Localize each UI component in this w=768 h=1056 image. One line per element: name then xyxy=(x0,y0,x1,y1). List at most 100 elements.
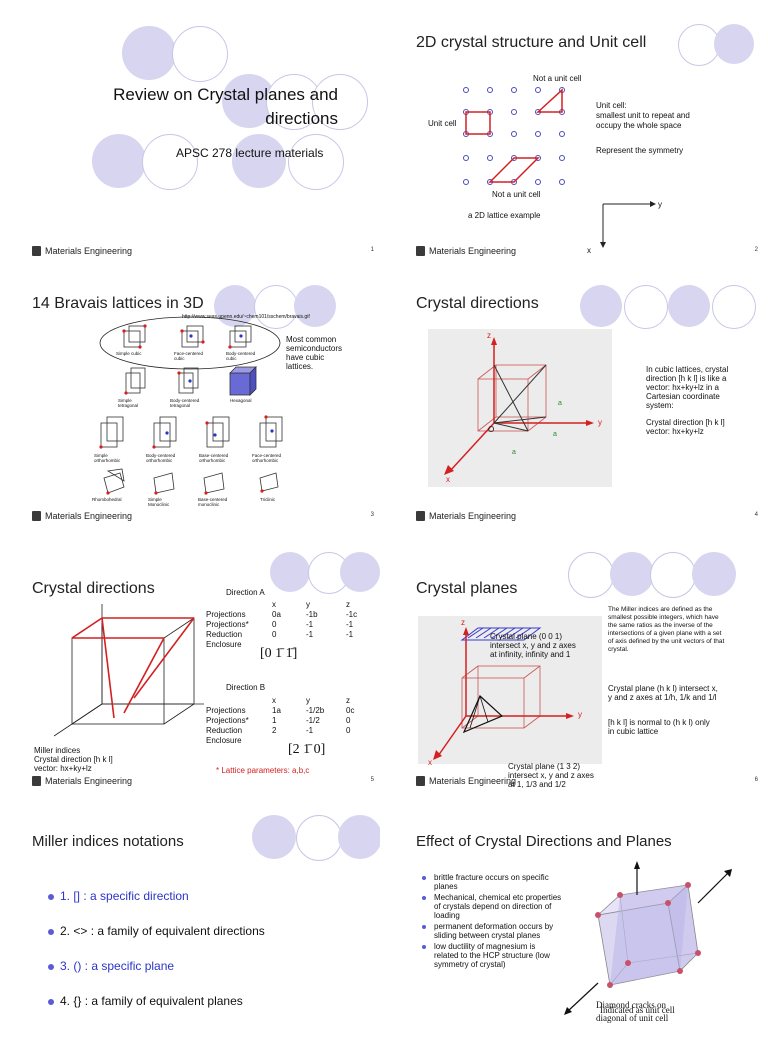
lattice-label: Rhombohedral xyxy=(92,497,122,502)
plane-hkl-note: Crystal plane (h k l) intersect x, y and… xyxy=(608,684,718,702)
lattice-label: Body-centered orthorhombic xyxy=(146,453,176,463)
deco-circle xyxy=(296,815,342,861)
lattice-a-label: a xyxy=(512,449,516,456)
table-cell: -1c xyxy=(346,610,358,619)
table-cell: -1/2 xyxy=(306,716,320,725)
deco-circle xyxy=(252,815,296,859)
table-header: z xyxy=(346,696,350,705)
non-unit-parallelogram xyxy=(488,157,540,183)
deco-circle xyxy=(340,552,380,592)
table-cell: Reduction xyxy=(206,726,243,735)
slide-subtitle: APSC 278 lecture materials xyxy=(176,146,324,160)
deco-circle xyxy=(712,285,756,329)
footer: Materials Engineering xyxy=(416,511,516,521)
table-cell: 0a xyxy=(272,610,281,619)
list-item-text: low ductility of magnesium is related to… xyxy=(434,942,550,969)
deco-circle xyxy=(568,552,614,598)
notation-list: 1. [] : a specific direction 2. <> : a f… xyxy=(48,889,265,1029)
table-cell: -1/2b xyxy=(306,706,325,715)
plane-diagram xyxy=(433,627,574,760)
lattice-label: Body-centered cubic xyxy=(226,351,256,361)
normal-note: [h k l] is normal to (h k l) only in cub… xyxy=(608,718,710,736)
label-not-unit-bottom: Not a unit cell xyxy=(492,190,541,199)
deco-circle xyxy=(338,815,380,859)
table-header: y xyxy=(306,600,310,609)
lattice-caption: a 2D lattice example xyxy=(468,211,541,220)
list-item-text: 2. <> : a family of equivalent direction… xyxy=(60,924,265,938)
list-item: 1. [] : a specific direction xyxy=(48,889,265,903)
lattice-diagram xyxy=(463,87,656,248)
footer-label: Materials Engineering xyxy=(429,776,517,786)
deco-circle xyxy=(668,285,710,327)
deco-circle xyxy=(714,24,754,64)
slide-title: Crystal planes xyxy=(416,580,518,597)
lattice-label: Base-centered orthorhombic xyxy=(199,453,229,463)
deco-circle xyxy=(254,285,298,329)
deco-circle xyxy=(172,26,228,82)
lattice-parameters-note: * Lattice parameters: a,b,c xyxy=(216,766,310,775)
deco-circle xyxy=(678,24,720,66)
deco-circle xyxy=(580,285,622,327)
label-unit-cell: Unit cell xyxy=(428,119,457,128)
table-header: z xyxy=(346,600,350,609)
list-item-text: 1. [] : a specific direction xyxy=(60,889,189,903)
lattice-label: Simple tetragonal xyxy=(118,398,139,408)
table-cell: 0 xyxy=(346,726,351,735)
list-item: brittle fracture occurs on specific plan… xyxy=(422,873,562,891)
lattice-label: Simple cubic xyxy=(116,351,142,356)
table-cell: -1b xyxy=(306,610,318,619)
list-item-text: permanent deformation occurs by sliding … xyxy=(434,922,554,940)
unit-cell-desc-1: Unit cell: xyxy=(596,101,627,110)
desc-7: vector: hx+ky+lz xyxy=(646,427,704,436)
table-cell: Reduction xyxy=(206,630,243,639)
deco-circle xyxy=(294,285,336,327)
table-row: Enclosure xyxy=(206,736,360,746)
bottom-caption-2: Indicated as unit cell xyxy=(600,1005,675,1015)
list-item: Mechanical, chemical etc properties of c… xyxy=(422,893,562,920)
lattice-label: Face-centered orthorhombic xyxy=(252,453,282,463)
table-cell: 0 xyxy=(272,620,277,629)
unit-cell-desc-3: occupy the whole space xyxy=(596,121,682,130)
plane-132-line-1: Crystal plane (1 3 2) xyxy=(508,762,581,771)
table-cell: 0c xyxy=(346,706,355,715)
slide-8: Effect of Crystal Directions and Planes … xyxy=(388,803,764,1056)
deco-circle xyxy=(232,134,286,188)
page-number: 1 xyxy=(370,247,374,253)
lattice-label: Simple orthorhombic xyxy=(94,453,121,463)
miller-note-2: Crystal direction [h k l] xyxy=(34,755,113,764)
unit-cell-desc-4: Represent the symmetry xyxy=(596,146,684,155)
deco-circle xyxy=(92,134,146,188)
slide-title: 2D crystal structure and Unit cell xyxy=(416,34,647,51)
list-item: 4. {} : a family of equivalent planes xyxy=(48,994,265,1008)
lattice-label: Triclinic xyxy=(260,497,276,502)
table-cell: Enclosure xyxy=(206,640,242,649)
page-number: 4 xyxy=(754,512,758,518)
table-cell: Projections xyxy=(206,706,246,715)
slide-7: Miller indices notations 1. [] : a speci… xyxy=(4,803,380,1056)
lattice-a-label: a xyxy=(558,400,562,407)
deco-circle xyxy=(610,552,654,596)
origin-label: O xyxy=(488,425,495,434)
axis-y-label: y xyxy=(658,200,662,209)
slide-3: 14 Bravais lattices in 3D http://www.sea… xyxy=(4,273,380,526)
slide-title: Crystal directions xyxy=(32,580,155,597)
direction-cube-diagram xyxy=(53,604,204,737)
axis-x-label: x xyxy=(428,758,432,767)
desc-3: vector: hx+ky+lz in a xyxy=(646,383,719,392)
table-cell: 0 xyxy=(346,716,351,725)
lattice-label: Face-centered cubic xyxy=(174,351,204,361)
plane-132-line-3: at 1, 1/3 and 1/2 xyxy=(508,780,566,789)
slide-title-line2: directions xyxy=(265,109,338,128)
deco-circle xyxy=(288,134,344,190)
miller-definition: The Miller indices are defined as the sm… xyxy=(608,606,725,653)
plane-132-line-2: intersect x, y and z axes xyxy=(508,771,594,780)
miller-note-3: vector: hx+ky+lz xyxy=(34,764,92,773)
desc-5: system: xyxy=(646,401,674,410)
table-cell: Projections* xyxy=(206,716,249,725)
ubc-logo-icon xyxy=(416,776,425,786)
